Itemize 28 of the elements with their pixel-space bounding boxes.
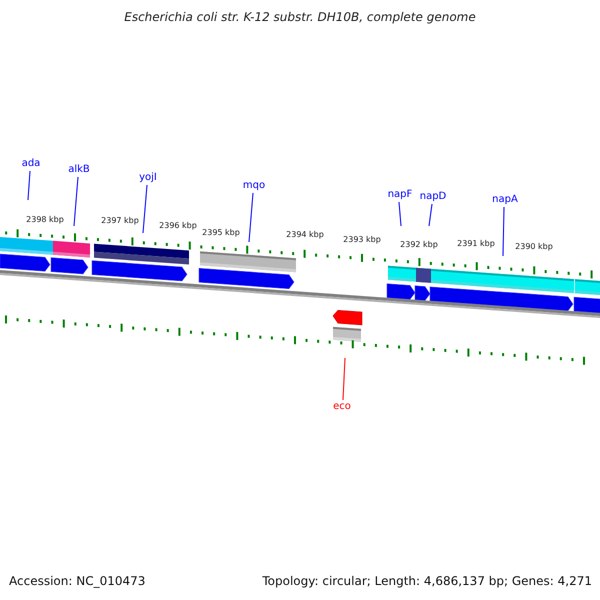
gene-label: ada [22,159,40,169]
leader-line [142,184,148,234]
gene-label: alkB [68,165,90,175]
position-label: 2395 kbp [202,229,240,237]
gene-label: napF [388,190,412,200]
leader-line [398,202,402,226]
title: Escherichia coli str. K-12 substr. DH10B, complete genome [123,10,477,24]
leader-line [74,176,78,226]
position-label: 2396 kbp [159,222,197,230]
leader-line [28,170,30,200]
position-label: 2397 kbp [101,217,139,225]
position-label: 2394 kbp [286,231,324,239]
footer-text: Accession: NC_010473 [9,574,146,588]
leader-line [248,192,254,242]
gene-label: napA [492,195,518,205]
position-label: 2392 kbp [400,241,438,249]
position-label: 2398 kbp [26,216,64,224]
leader-line [342,358,346,400]
gene-label: mqo [242,181,266,191]
gene-label: yojI [139,173,157,183]
leader-line [502,206,504,256]
leader-line [428,204,432,226]
position-label: 2393 kbp [343,236,381,244]
footer-text: Topology: circular; Length: 4,686,137 bp; Genes: 4,271 [262,574,592,588]
gene-label: eco [333,402,351,412]
position-label: 2390 kbp [515,243,553,251]
position-label: 2391 kbp [457,240,495,248]
gene-label: napD [420,192,446,202]
